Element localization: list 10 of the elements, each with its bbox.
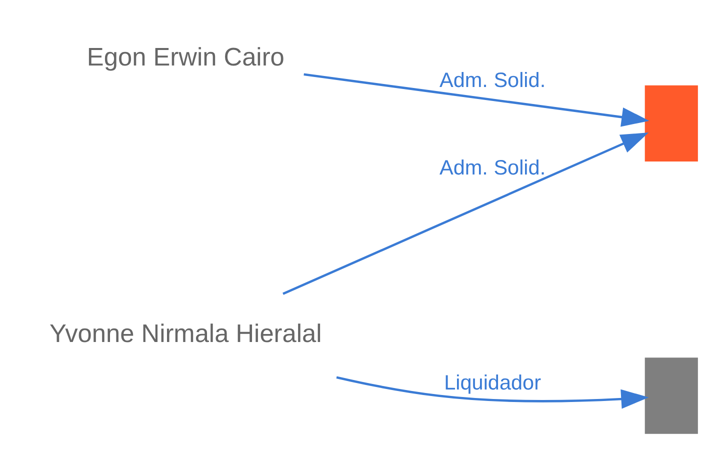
edge-label: Adm. Solid. — [439, 156, 546, 180]
arrow — [336, 376, 648, 409]
edge-label: Liquidador — [444, 371, 541, 394]
node-building — [644, 358, 698, 434]
arrow — [303, 73, 649, 127]
arrow — [282, 132, 648, 295]
node-text: Egon Erwin Cairo — [86, 43, 284, 72]
edge-label: Adm. Solid. — [439, 69, 546, 92]
node-text: Yvonne Nirmala Hieralal — [49, 320, 322, 348]
node-building — [644, 85, 698, 162]
